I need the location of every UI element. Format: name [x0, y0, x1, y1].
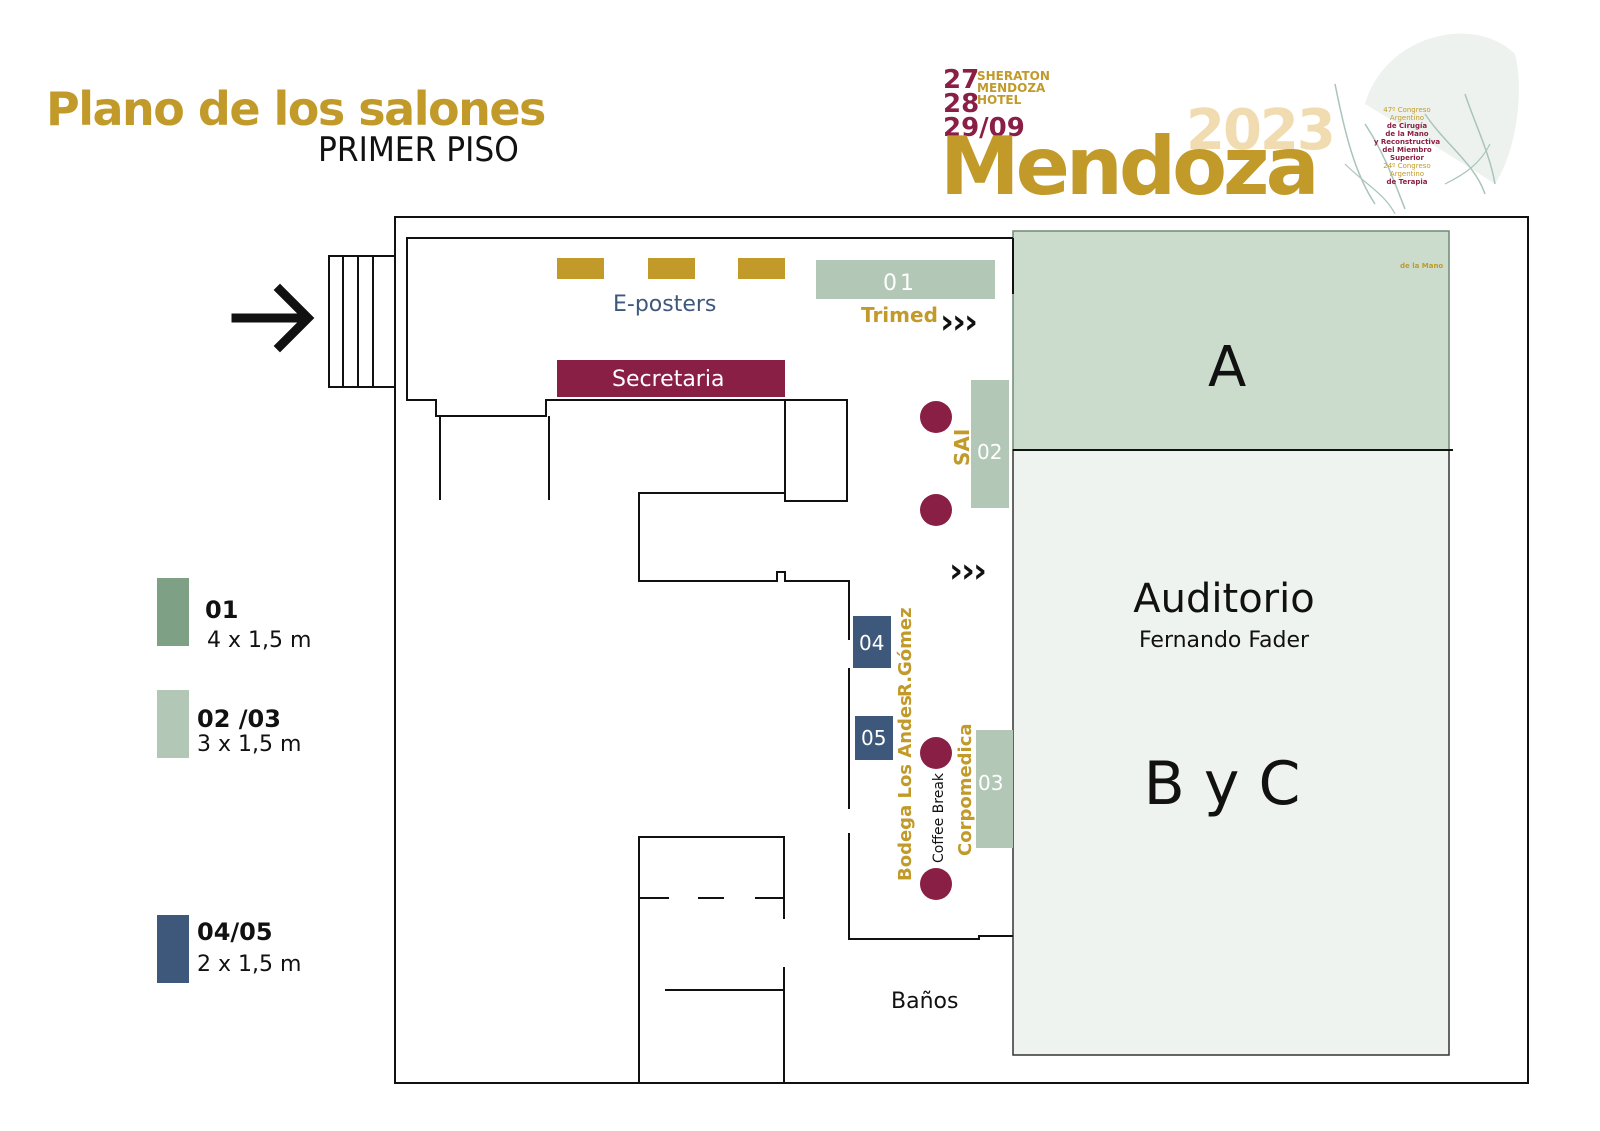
- direction-arrows-icon: ›››: [949, 551, 985, 591]
- stairs: [328, 255, 396, 388]
- congress-tag: de la Mano: [1400, 262, 1443, 270]
- stand-01-label: 01: [883, 271, 917, 296]
- stand-04: [853, 616, 891, 668]
- legend-size-01: 4 x 1,5 m: [207, 628, 312, 653]
- banos-label: Baños: [891, 989, 958, 1014]
- round-table: [920, 494, 952, 526]
- legend-swatch-04-05: [157, 915, 189, 983]
- secretaria-desk: [557, 360, 785, 397]
- eposters-label: E-posters: [613, 292, 716, 317]
- event-venue: SHERATON MENDOZA HOTEL: [977, 69, 1050, 107]
- auditorio-name-label: Fernando Fader: [1139, 628, 1310, 653]
- round-table: [920, 401, 952, 433]
- hands-illustration-icon: [1334, 33, 1519, 214]
- legend-code-02-03: 02 /03: [197, 705, 281, 733]
- stand-02: [971, 380, 1009, 508]
- secretaria-label: Secretaria: [612, 367, 724, 392]
- page-subtitle: PRIMER PISO: [318, 130, 519, 170]
- stand-04-sponsor: R.Gómez: [895, 607, 916, 697]
- stand-02-sponsor: SAI: [950, 429, 974, 466]
- room-auditorio: [1012, 449, 1450, 1056]
- building-outline: [394, 216, 1529, 1084]
- legend-size-02-03: 3 x 1,5 m: [197, 732, 302, 757]
- coffee-break-label: Coffee Break: [931, 772, 947, 863]
- round-table: [920, 868, 952, 900]
- legend-size-04-05: 2 x 1,5 m: [197, 952, 302, 977]
- room-a-label: A: [1208, 335, 1246, 400]
- stand-04-label: 04: [859, 631, 884, 655]
- eposter-panel: [738, 258, 785, 279]
- room-bc-label: B y C: [1144, 749, 1301, 819]
- interior-walls: [406, 237, 1014, 1083]
- legend-code-01: 01: [205, 596, 239, 624]
- congress-text: 47º Congreso Argentino de Cirugía de la …: [1373, 106, 1441, 186]
- entrance-arrow-icon: [231, 283, 315, 353]
- event-city: Mendoza: [940, 120, 1320, 213]
- eposter-panel: [557, 258, 604, 279]
- stand-05: [855, 716, 893, 760]
- round-table: [920, 737, 952, 769]
- stand-01: [816, 260, 995, 299]
- stand-05-label: 05: [861, 726, 886, 750]
- legend-swatch-01: [157, 578, 189, 646]
- event-year: 2023: [1186, 98, 1336, 163]
- stand-05-sponsor: Bodega Los Andes: [895, 695, 916, 881]
- stand-03-label: 03: [978, 771, 1003, 795]
- auditorio-label: Auditorio: [1133, 576, 1314, 622]
- page-title: Plano de los salones: [46, 82, 546, 136]
- stand-02-label: 02: [977, 440, 1002, 464]
- direction-arrows-icon: ›››: [940, 302, 976, 342]
- room-a: [1012, 230, 1450, 451]
- stand-03-sponsor: Corpomedica: [955, 723, 976, 856]
- legend-code-04-05: 04/05: [197, 918, 273, 946]
- eposter-panel: [648, 258, 695, 279]
- stand-03: [976, 730, 1013, 848]
- stand-01-sponsor: Trimed: [861, 303, 938, 327]
- legend-swatch-02-03: [157, 690, 189, 758]
- event-dates: 27 28 29/09: [943, 65, 1025, 143]
